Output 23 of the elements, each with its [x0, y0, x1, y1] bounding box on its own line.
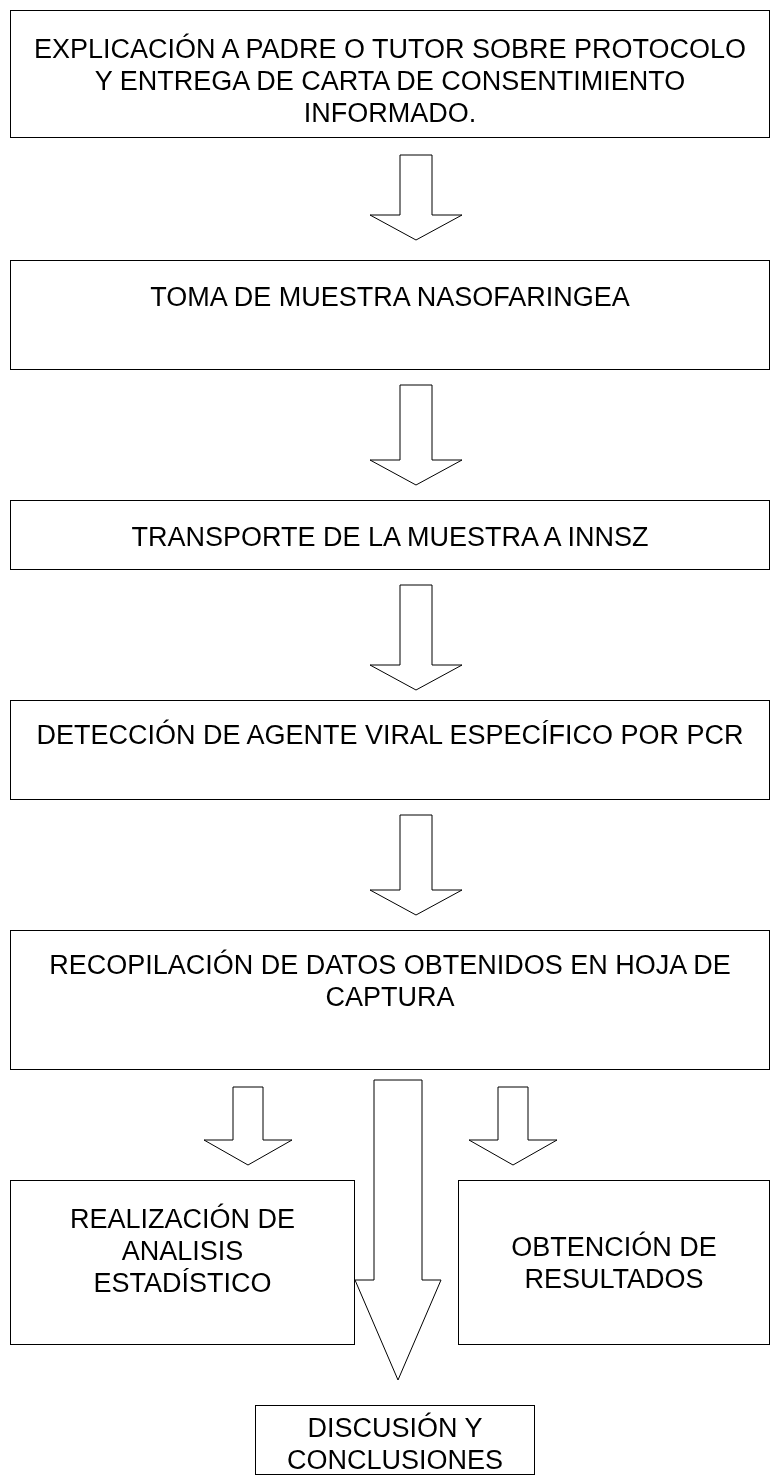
box-text: DETECCIÓN DE AGENTE VIRAL ESPECÍFICO POR PCR: [36, 719, 744, 751]
box-text: OBTENCIÓN DE RESULTADOS: [510, 1230, 718, 1295]
box-text: TOMA DE MUESTRA NASOFARINGEA: [150, 281, 630, 313]
process-box: [10, 10, 770, 138]
process-box: [10, 1180, 355, 1345]
block-arrow: [369, 814, 463, 916]
block-arrow: [468, 1086, 558, 1166]
box-text: EXPLICACIÓN A PADRE O TUTOR SOBRE PROTOCOLO Y ENTREGA DE CARTA DE CONSENTIMIENTO INFORMADO.: [32, 33, 748, 129]
box-text: REALIZACIÓN DE ANALISIS ESTADÍSTICO: [68, 1203, 296, 1299]
block-arrow: [369, 584, 463, 691]
process-box: [10, 700, 770, 800]
process-box: [10, 500, 770, 570]
process-box: [255, 1405, 535, 1475]
block-arrow: [354, 1079, 442, 1381]
box-text: RECOPILACIÓN DE DATOS OBTENIDOS EN HOJA DE CAPTURA: [48, 949, 732, 1013]
process-box: [458, 1180, 770, 1345]
box-text: DISCUSIÓN Y CONCLUSIONES: [285, 1412, 504, 1476]
process-box: [10, 930, 770, 1070]
box-text: TRANSPORTE DE LA MUESTRA A INNSZ: [131, 521, 649, 553]
block-arrow: [369, 154, 463, 241]
process-box: [10, 260, 770, 370]
block-arrow: [369, 384, 463, 486]
block-arrow: [203, 1086, 293, 1166]
